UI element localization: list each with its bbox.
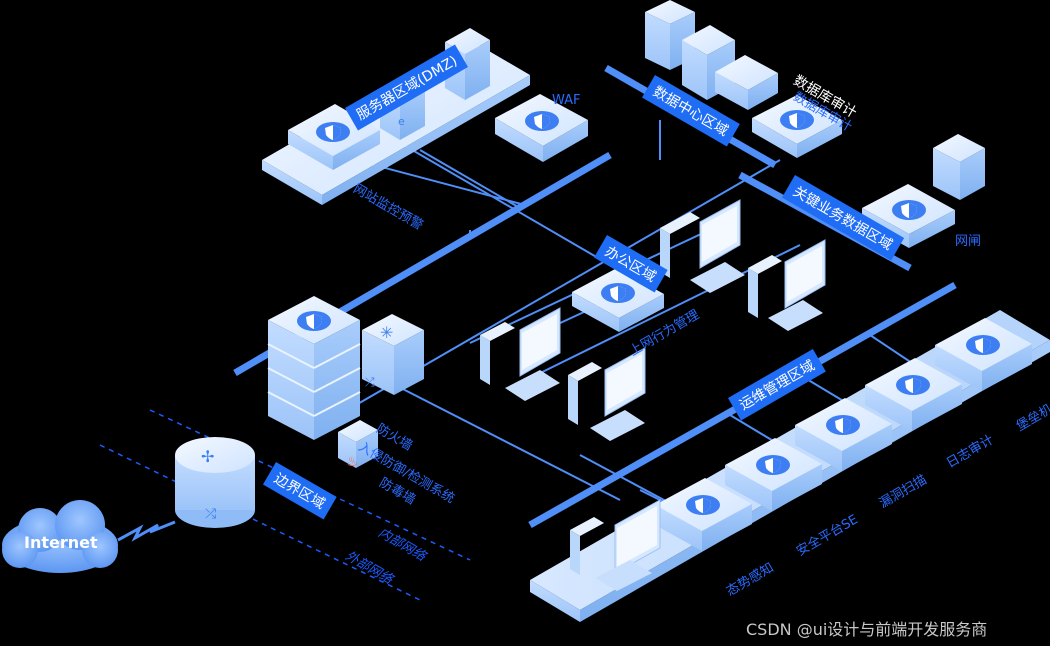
network-boundaries <box>99 409 471 601</box>
fire-icon: ♨ <box>346 454 359 470</box>
switch-icon: ✳ <box>380 323 393 342</box>
switch-icon: ⤮ <box>365 375 375 389</box>
waf-appliance <box>495 94 588 162</box>
db-audit-appliance <box>752 95 842 158</box>
shield-icon <box>896 375 930 395</box>
shield-icon <box>686 495 720 515</box>
border-router: ✢ ⤮ <box>175 437 255 528</box>
net-gate-label: 网闸 <box>955 234 982 249</box>
shield-icon <box>756 455 790 475</box>
ids-appliance: ♨ <box>338 420 378 470</box>
switch-icon: ⤮ <box>205 506 216 522</box>
dmz-server-group: e <box>288 28 490 170</box>
shield-icon <box>525 111 559 131</box>
internet-label: Internet <box>24 533 98 552</box>
datacenter-servers <box>645 0 778 110</box>
firewall-stack <box>267 296 361 440</box>
watermark-text: CSDN @ui设计与前端开发服务商 <box>746 620 988 639</box>
shield-icon <box>316 122 350 142</box>
shield-icon <box>892 200 926 220</box>
waf-label: WAF <box>552 93 581 108</box>
ops-appliances <box>570 318 1032 591</box>
shield-icon <box>966 335 1000 355</box>
internet-cloud <box>2 500 118 573</box>
svg-text:e: e <box>398 115 405 128</box>
workstation-3 <box>480 307 561 401</box>
core-switch: ✳ ⤮ <box>362 314 424 395</box>
lightning-icon <box>117 520 176 542</box>
shield-icon <box>826 415 860 435</box>
workstation-4 <box>568 347 646 441</box>
workstation-2 <box>748 239 826 331</box>
ops-workstation <box>570 499 661 591</box>
shield-icon <box>601 283 635 303</box>
office-behavior-appliance <box>572 268 664 332</box>
shield-icon <box>297 311 331 331</box>
workstation-1 <box>660 199 745 293</box>
router-icon: ✢ <box>201 447 214 466</box>
